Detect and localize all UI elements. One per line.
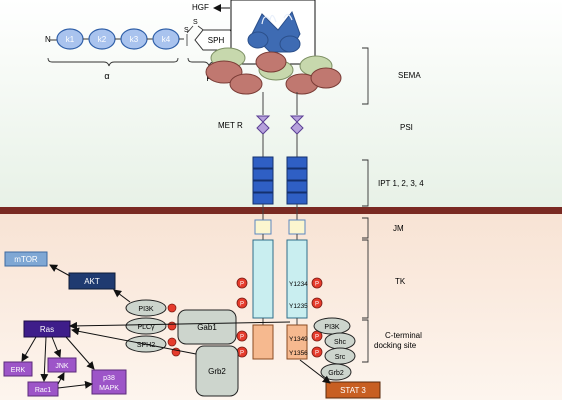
psi-domain-right — [289, 115, 305, 135]
alpha-brace — [47, 57, 179, 67]
psi-label: PSI — [400, 123, 413, 132]
phospho-y1235-right — [311, 297, 323, 309]
plcg-label: PLCγ — [137, 324, 155, 331]
sema-label: SEMA — [398, 71, 421, 80]
akt-label: AKT — [84, 277, 100, 286]
mapk-label: MAPK — [99, 385, 119, 392]
disulfide-s2: S — [193, 19, 198, 26]
erk-label: ERK — [11, 367, 26, 374]
src-label: Src — [335, 354, 346, 361]
gab1-label: Gab1 — [197, 323, 217, 332]
sph2-label: SPH2 — [137, 342, 155, 349]
hgf-label: HGF — [192, 3, 209, 12]
grb2-left — [195, 345, 239, 397]
y1234-label: Y1234 — [289, 281, 308, 288]
ipt-label: IPT 1, 2, 3, 4 — [378, 179, 424, 188]
svg-text:P: P — [240, 282, 244, 288]
cterm-label-line-1: C-terminal — [385, 331, 422, 340]
phospho-sites: P P P P P P P P — [236, 277, 323, 358]
svg-text:P: P — [240, 351, 244, 357]
stat3-box — [325, 381, 381, 399]
pi3k-right-label: PI3K — [324, 324, 340, 331]
sema-red-lobe-5 — [310, 67, 342, 89]
akt-box — [68, 272, 116, 290]
y1349-label: Y1349 — [289, 336, 308, 343]
jnk-label: JNK — [55, 363, 69, 370]
sph-label: SPH — [208, 36, 225, 45]
jm-label: JM — [393, 224, 404, 233]
svg-text:P: P — [315, 282, 319, 288]
kringle-1-label: k1 — [66, 35, 75, 44]
phospho-y1234-right — [311, 277, 323, 289]
mtor-box — [4, 251, 48, 267]
svg-text:P: P — [240, 302, 244, 308]
plcg — [125, 317, 167, 335]
jm-domain-right — [288, 219, 306, 235]
shc-label: Shc — [334, 339, 347, 346]
kringle-4-label: k4 — [162, 35, 171, 44]
rac1-box — [27, 381, 59, 397]
y1356-label: Y1356 — [289, 350, 308, 357]
sema-red-lobe-3 — [255, 51, 287, 73]
p38-label: p38 — [103, 375, 115, 382]
n-terminus-label: N — [45, 35, 51, 44]
tk-domain-left — [252, 239, 274, 319]
svg-text:P: P — [315, 351, 319, 357]
sema-red-lobe-2 — [229, 73, 263, 95]
grb2-right-label: Grb2 — [328, 370, 344, 377]
mtor-label: mTOR — [14, 255, 38, 264]
tk-label: TK — [395, 277, 406, 286]
kringle-2-label: k2 — [98, 35, 107, 44]
rac1-label: Rac1 — [35, 387, 51, 394]
cterm-domain-right — [286, 324, 308, 360]
pi3k-left-label: PI3K — [138, 306, 154, 313]
cterm-label: C-terminal docking site — [374, 331, 424, 350]
gab1 — [177, 309, 237, 345]
jnk-box — [47, 357, 77, 373]
ipt-stack-left — [252, 156, 274, 205]
erk-box — [3, 361, 33, 377]
ipt-stack-right — [286, 156, 308, 205]
p38-mapk-box — [91, 369, 127, 395]
svg-text:P: P — [315, 302, 319, 308]
stat3-label: STAT 3 — [340, 386, 366, 395]
psi-domain-left — [255, 115, 271, 135]
pi3k-left — [125, 299, 167, 317]
phospho-y1235-left — [236, 297, 248, 309]
svg-text:P: P — [240, 335, 244, 341]
ras-label: Ras — [40, 325, 54, 334]
sema-red-lobe-1 — [205, 60, 243, 84]
grb2-left-label: Grb2 — [208, 367, 226, 376]
svg-text:P: P — [315, 335, 319, 341]
alpha-label: α — [104, 71, 109, 81]
disulfide-s1: S — [184, 27, 189, 34]
domain-brackets — [362, 47, 369, 363]
phospho-y1349-left — [236, 330, 248, 342]
met-receptor-label: MET R — [218, 121, 243, 130]
cterm-domain-left — [252, 324, 274, 360]
kringle-3-label: k3 — [130, 35, 139, 44]
cell-membrane — [0, 207, 562, 214]
cterm-label-line-2: docking site — [374, 341, 417, 350]
intracellular-background — [0, 212, 562, 400]
phospho-y1234-left — [236, 277, 248, 289]
jm-domain-left — [254, 219, 272, 235]
y1235-label: Y1235 — [289, 303, 308, 310]
signaling-arrows — [21, 264, 291, 389]
phospho-y1356-right — [311, 346, 323, 358]
